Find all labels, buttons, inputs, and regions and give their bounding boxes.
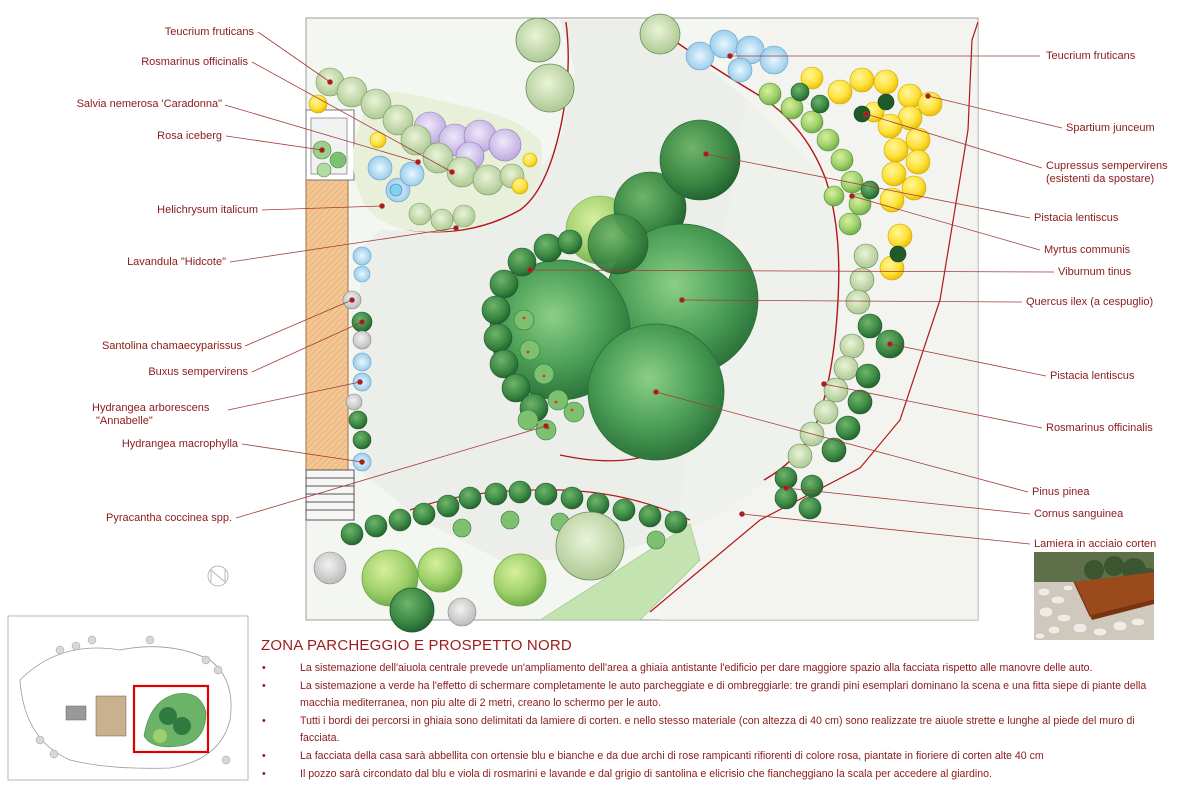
pinus-pinea-2 (587, 323, 725, 461)
label-myrtus: Myrtus communis (1044, 244, 1131, 256)
label-hydrangea-mac: Hydrangea macrophylla (121, 438, 238, 450)
notes-list: La sistemazione dell'aiuola centrale pre… (262, 660, 1162, 784)
note-item: Tutti i bordi dei percorsi in ghiaia son… (262, 713, 1162, 747)
teucrium-right (685, 29, 789, 83)
label-cupressus: Cupressus sempervirens (1046, 160, 1168, 172)
note-item: La facciata della casa sarà abbellita co… (262, 748, 1162, 765)
label-cornus: Cornus sanguinea (1034, 508, 1124, 520)
label-cupressus-2: (esistenti da spostare) (1046, 173, 1155, 185)
label-teucrium-left: Teucrium fruticans (164, 26, 254, 38)
label-salvia: Salvia nemerosa 'Caradonna" (76, 98, 222, 110)
label-spartium: Spartium junceum (1066, 122, 1155, 134)
label-hydrangea-arb: Hydrangea arborescens (92, 402, 210, 414)
label-teucrium-right: Teucrium fruticans (1046, 50, 1136, 62)
label-pyracantha: Pyracantha coccinea spp. (106, 512, 232, 524)
stairs (305, 469, 355, 521)
bottom-trees (313, 511, 625, 633)
label-lamiera: Lamiera in acciaio corten (1034, 538, 1157, 550)
label-viburnum: Viburnum tinus (1058, 266, 1132, 278)
north-arrow-icon (207, 565, 229, 587)
pyracantha-ring (513, 309, 585, 441)
label-pinus: Pinus pinea (1032, 486, 1090, 498)
label-pistacia-2: Pistacia lentiscus (1050, 370, 1135, 382)
label-santolina: Santolina chamaecyparissus (101, 340, 242, 352)
label-lavandula: Lavandula "Hidcote" (127, 256, 226, 268)
label-rosa: Rosa iceberg (157, 130, 222, 142)
note-item: Il pozzo sarà circondato dal blu e viola… (262, 766, 1162, 783)
label-pistacia-1: Pistacia lentiscus (1034, 212, 1119, 224)
note-item: La sistemazione a verde ha l'effetto di … (262, 678, 1162, 712)
section-title: ZONA PARCHEGGIO E PROSPETTO NORD (261, 637, 572, 654)
label-hydrangea-arb-2: "Annabelle" (96, 415, 153, 427)
label-quercus: Quercus ilex (a cespuglio) (1026, 296, 1154, 308)
label-helichrysum: Helichrysum italicum (157, 204, 258, 216)
label-rosmarinus-right: Rosmarinus officinalis (1046, 422, 1153, 434)
label-rosmarinus-left: Rosmarinus officinalis (141, 56, 248, 68)
keymap-thumbnail (7, 615, 249, 781)
label-buxus: Buxus sempervirens (148, 366, 248, 378)
note-item: La sistemazione dell'aiuola centrale pre… (262, 660, 1162, 677)
top-trees (515, 13, 681, 113)
corten-photo (1034, 552, 1154, 640)
